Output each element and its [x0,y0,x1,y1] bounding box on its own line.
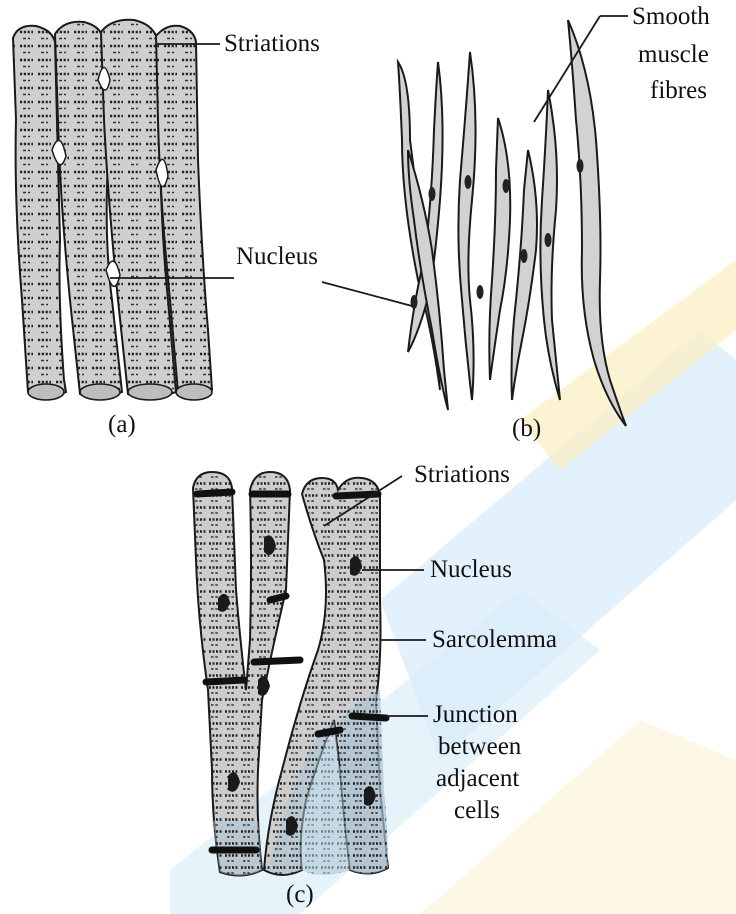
smooth-fibre [512,150,538,400]
label-sarcolemma: Sarcolemma [432,625,557,655]
skeletal-fibre-end [80,384,120,400]
leader-line-nucleus-b [322,282,412,306]
label-smooth-line3: fibres [650,76,707,106]
skeletal-fibre-end [28,384,64,400]
smooth-nucleus [477,285,484,299]
smooth-nucleus [503,179,510,193]
smooth-nucleus [429,187,436,201]
label-nucleus-c: Nucleus [430,555,512,585]
label-smooth-line2: muscle [638,40,709,70]
label-junction-line3: adjacent [436,764,519,794]
label-smooth-line1: Smooth [632,2,710,32]
smooth-fibre [408,150,448,410]
skeletal-fibre-end [128,384,172,400]
smooth-fibre [489,118,510,380]
cardiac-nucleus [258,676,270,696]
label-junction-line4: cells [454,796,500,826]
label-striations-a: Striations [224,29,320,59]
caption-a: (a) [108,410,136,440]
smooth-nucleus [545,233,552,247]
panel-c-cardiac-fibres [193,472,428,876]
smooth-nucleus [411,295,418,309]
caption-c: (c) [286,880,314,910]
caption-b: (b) [512,414,541,444]
panel-a-skeletal-fibres [13,20,234,400]
smooth-nucleus [465,175,472,189]
smooth-nucleus [521,249,528,263]
skeletal-fibre-end [176,384,212,400]
smooth-fibre [568,20,626,426]
label-nucleus-a: Nucleus [236,242,318,272]
label-junction-line1: Junction [433,700,518,730]
smooth-nucleus [577,159,584,173]
panel-b-smooth-fibres [322,16,628,426]
smooth-fibre [458,52,475,400]
label-junction-line2: between [438,732,521,762]
label-striations-c: Striations [414,460,510,490]
